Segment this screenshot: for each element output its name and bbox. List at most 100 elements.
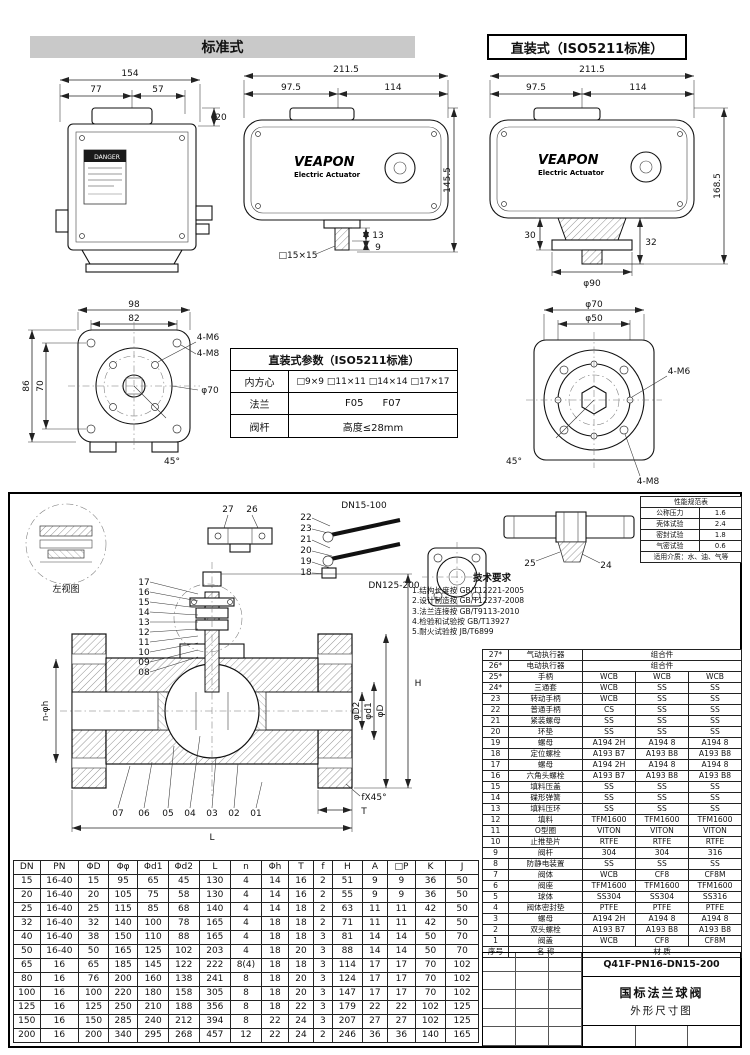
table-row: 27*气动执行器组合件 bbox=[482, 649, 742, 661]
danger-warning-label: DANGER bbox=[83, 149, 127, 205]
brand-subtitle: Electric Actuator bbox=[538, 169, 605, 177]
dn125-200-label: DN125-200 bbox=[368, 581, 420, 591]
callout-09: 09 bbox=[138, 658, 150, 668]
params-title: 直装式参数（ISO5211标准） bbox=[231, 349, 457, 371]
dim-T: T bbox=[360, 807, 367, 817]
dim-cap-offset: 20 bbox=[215, 113, 227, 123]
dim-overall-width: 154 bbox=[121, 69, 138, 79]
standard-type-title: 标准式 bbox=[30, 36, 415, 58]
callout-26: 26 bbox=[246, 505, 258, 515]
model-number: Q41F-PN16-DN15-200 bbox=[583, 953, 740, 977]
dim-phi-D: φD bbox=[376, 705, 386, 718]
dim-H: H bbox=[415, 679, 422, 689]
brand-logo: VEAPON bbox=[538, 153, 599, 168]
callout-20: 20 bbox=[300, 546, 312, 556]
callout-24: 24 bbox=[600, 561, 612, 571]
title-block-footer-cells bbox=[583, 1026, 740, 1046]
tech-item: 5.耐火试验按 JB/T6899 bbox=[412, 627, 494, 636]
dim-width-left: 77 bbox=[90, 85, 101, 95]
params-row-flange: 法兰 F05 F07 bbox=[231, 393, 457, 415]
drawing-name: 外形尺寸图 bbox=[630, 1005, 693, 1017]
table-row: 26*电动执行器组合件 bbox=[482, 660, 742, 672]
dim-f-45: fX45° bbox=[361, 793, 386, 803]
tech-item: 2.设计制造按 GB/T12237-2008 bbox=[412, 596, 525, 606]
dim-13: 13 bbox=[372, 231, 383, 241]
callout-14: 14 bbox=[138, 608, 150, 618]
direct-type-label: 直装式（ISO5211标准） bbox=[510, 41, 664, 57]
callout-21: 21 bbox=[300, 535, 311, 545]
label-4-m8: 4-M8 bbox=[197, 349, 220, 359]
actuator-front-view-drawing: 154 77 57 DANGER 20 bbox=[55, 69, 227, 273]
callout-13: 13 bbox=[138, 618, 149, 628]
callout-19: 19 bbox=[300, 557, 312, 567]
callout-08: 08 bbox=[138, 668, 150, 678]
callout-06: 06 bbox=[138, 809, 150, 819]
left-view-label: 左视图 bbox=[52, 583, 79, 595]
dim-30: 30 bbox=[524, 231, 536, 241]
dim-n-phi-h: n-φh bbox=[41, 701, 51, 722]
label-4-m6: 4-M6 bbox=[668, 367, 691, 377]
dim-length-right: 114 bbox=[384, 83, 401, 93]
tech-item: 1.结构长度按 GB/T12221-2005 bbox=[412, 586, 525, 595]
dim-L: L bbox=[209, 833, 214, 843]
brand-subtitle: Electric Actuator bbox=[294, 171, 361, 179]
callout-16: 16 bbox=[138, 588, 150, 598]
mounting-flange-front-view: 98 82 86 70 4-M6 4-M8 φ70 45° bbox=[22, 300, 220, 467]
callout-23: 23 bbox=[300, 524, 311, 534]
title-block: Q41F-PN16-DN15-200 国标法兰球阀 外形尺寸图 bbox=[482, 952, 741, 1047]
tech-item: 4.检验和试验按 GB/T13927 bbox=[412, 616, 510, 626]
tech-requirements-title: 技术要求 bbox=[472, 573, 511, 584]
actuator-side-view-drawing: 211.5 97.5 114 VEAPON Electric Actuator … bbox=[243, 65, 458, 261]
standard-type-label: 标准式 bbox=[201, 40, 244, 56]
callout-07: 07 bbox=[112, 809, 123, 819]
dim-phi-d1: φd1 bbox=[364, 702, 374, 719]
dn15-100-label: DN15-100 bbox=[341, 501, 387, 511]
label-phi70: φ70 bbox=[201, 386, 219, 396]
callout-01: 01 bbox=[250, 809, 261, 819]
callout-10: 10 bbox=[138, 648, 150, 658]
dim-overall-length: 211.5 bbox=[579, 65, 605, 75]
label-4-m8: 4-M8 bbox=[637, 477, 660, 487]
dim-overall-height: 168.5 bbox=[713, 173, 723, 199]
label-45deg: 45° bbox=[164, 457, 180, 467]
dim-length-right: 114 bbox=[629, 83, 646, 93]
dim-82: 82 bbox=[128, 314, 139, 324]
callout-17: 17 bbox=[138, 578, 149, 588]
iso5211-params-table: 直装式参数（ISO5211标准） 内方心 □9×9 □11×11 □14×14 … bbox=[230, 348, 458, 438]
title-block-signature-grid bbox=[483, 953, 583, 1046]
callout-11: 11 bbox=[138, 638, 149, 648]
params-row-center: 内方心 □9×9 □11×11 □14×14 □17×17 bbox=[231, 371, 457, 393]
dim-stem-square: □15×15 bbox=[279, 251, 318, 261]
callout-27: 27 bbox=[222, 505, 233, 515]
